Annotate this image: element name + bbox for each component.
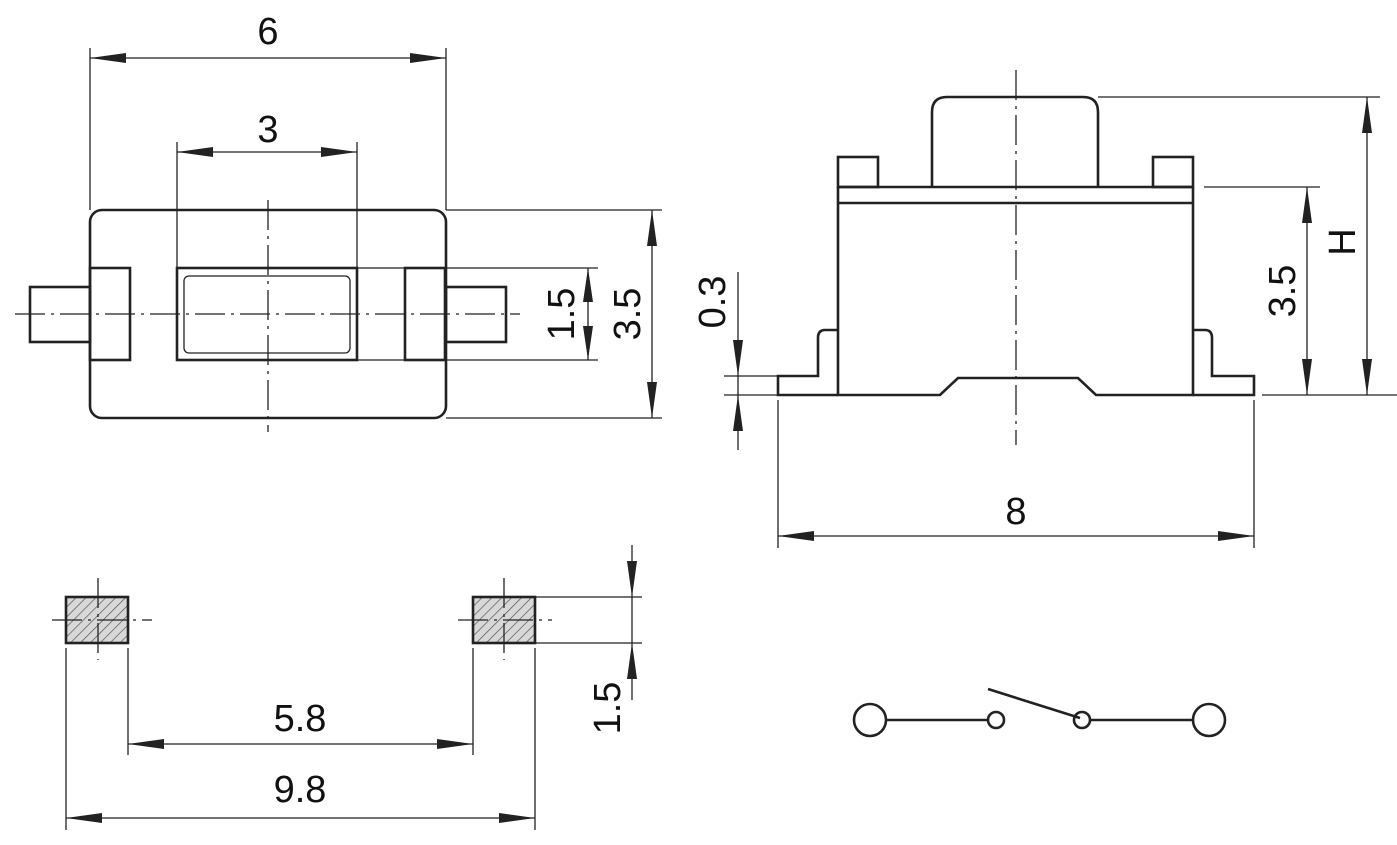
- plunger-outline: [930, 95, 1100, 187]
- left-post: [836, 155, 880, 189]
- dim-pad-gap-label: 5.8: [274, 698, 327, 740]
- dim-lead-thickness-label: 0.3: [692, 276, 734, 329]
- right-terminal-circle: [1191, 702, 1227, 738]
- dim-actuator-width-label: 3: [257, 109, 278, 151]
- left-contact-circle: [986, 710, 1006, 730]
- dim-overall-length-label: 8: [1005, 491, 1026, 533]
- dim-overall-height-label: H: [1322, 228, 1364, 255]
- dim-body-height-top-label: 3.5: [607, 288, 649, 341]
- side-view: 0.3 3.5 H 8: [692, 70, 1397, 548]
- dim-body-height-side-label: 3.5: [1262, 265, 1304, 318]
- housing-outline: [836, 187, 1195, 397]
- left-terminal-circle: [852, 702, 888, 738]
- right-post: [1151, 155, 1195, 189]
- switch-lever: [987, 687, 1081, 720]
- dim-actuator-height-label: 1.5: [541, 288, 583, 341]
- right-contact-circle: [1072, 710, 1092, 730]
- switch-schematic-symbol: [852, 687, 1227, 738]
- dim-pad-size-label: 1.5: [587, 682, 629, 735]
- dim-pad-span-label: 9.8: [274, 769, 327, 811]
- left-lead-profile: [776, 328, 838, 397]
- dim-top-width-label: 6: [257, 11, 278, 53]
- right-lead-profile: [1193, 328, 1256, 397]
- top-view: 6 3 1.5 3.5: [15, 11, 662, 432]
- pcb-footprint: 1.5 5.8 9.8: [52, 545, 642, 830]
